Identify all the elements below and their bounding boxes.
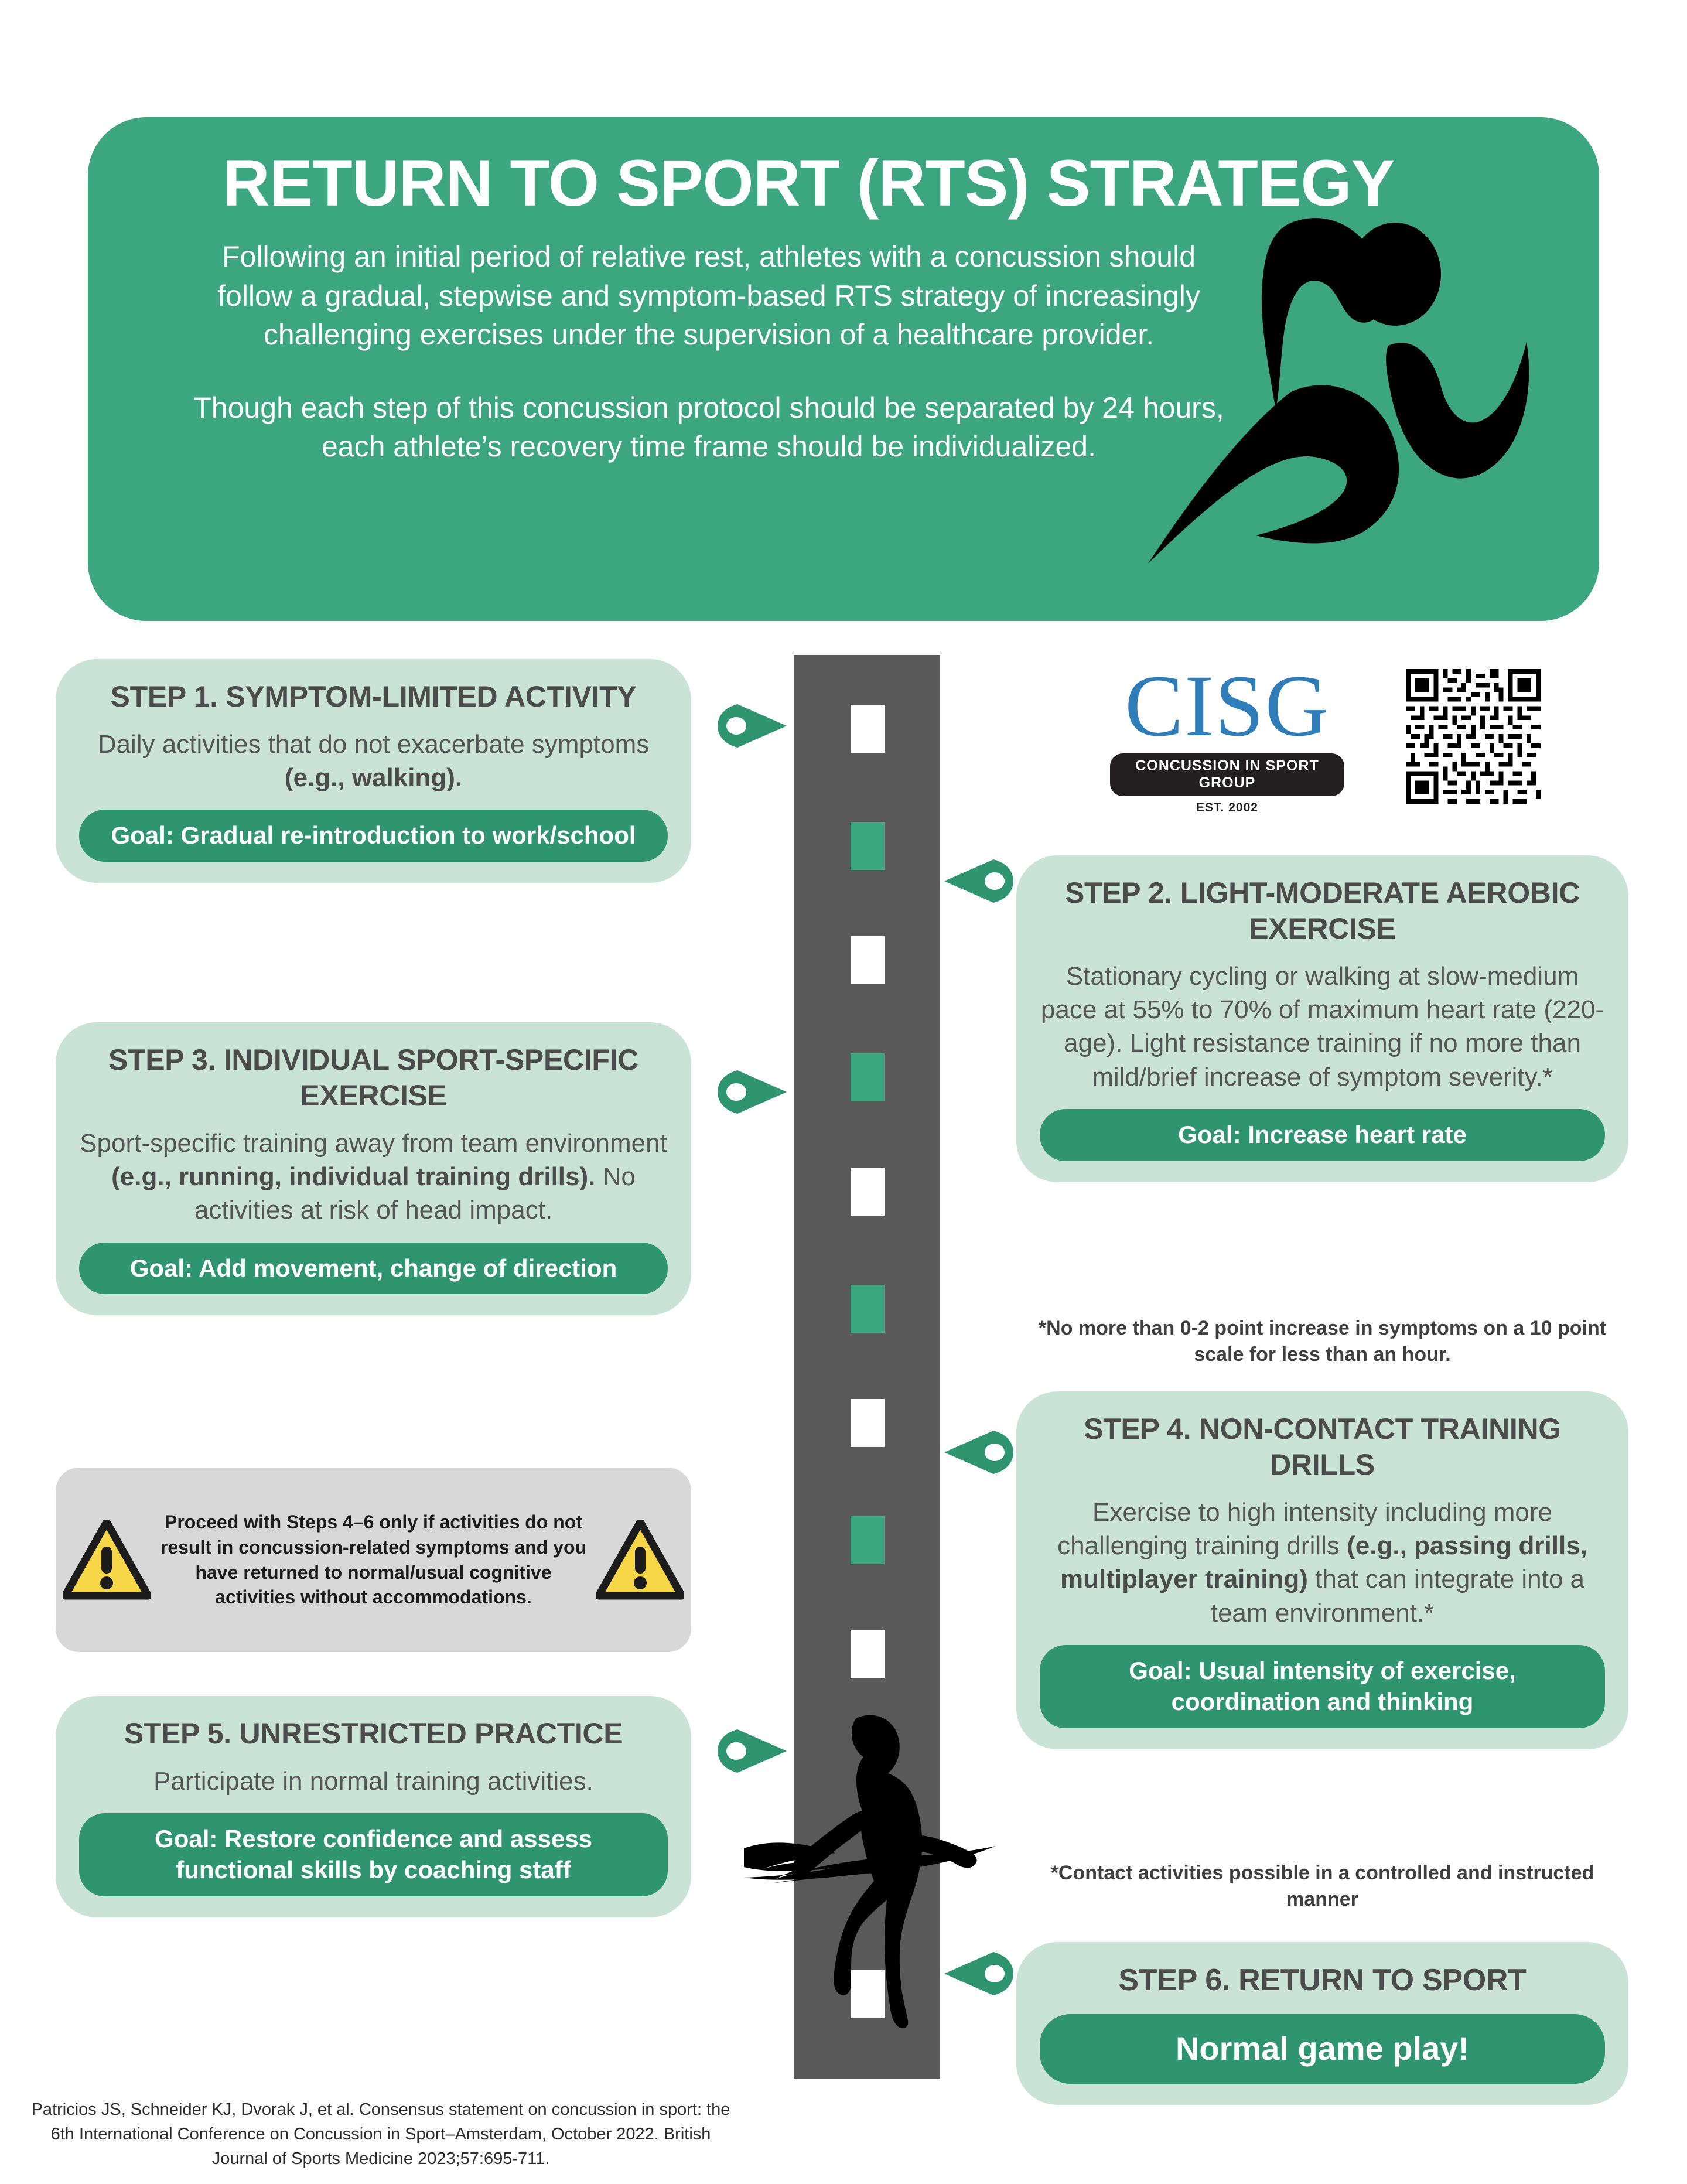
warning-text: Proceed with Steps 4–6 only if activitie…	[160, 1511, 587, 1608]
map-pin-marker[interactable]	[943, 858, 1013, 904]
cisg-tagline: CONCUSSION IN SPORT GROUP	[1110, 753, 1344, 796]
map-pin-marker[interactable]	[718, 1728, 788, 1774]
cisg-wordmark: CISG	[1125, 657, 1330, 755]
step-title: STEP 1. SYMPTOM-LIMITED ACTIVITY	[110, 680, 637, 713]
header-paragraph-1: Following an initial period of relative …	[217, 240, 1200, 351]
footnote-contact-activities: *Contact activities possible in a contro…	[1050, 1862, 1594, 1910]
step-title: STEP 2. LIGHT-MODERATE AEROBIC EXERCISE	[1064, 876, 1580, 945]
road-dash	[851, 1516, 885, 1564]
warning-triangle-icon	[596, 1519, 684, 1599]
step-title: STEP 5. UNRESTRICTED PRACTICE	[124, 1717, 623, 1750]
step-title: STEP 3. INDIVIDUAL SPORT-SPECIFIC EXERCI…	[108, 1043, 639, 1112]
warning-triangle-icon	[63, 1519, 151, 1599]
step-body-plain: Stationary cycling or walking at slow-me…	[1040, 962, 1604, 1091]
road-dash	[851, 822, 885, 870]
step-card-4: STEP 4. NON-CONTACT TRAINING DRILLS Exer…	[1016, 1391, 1628, 1749]
step-title: STEP 4. NON-CONTACT TRAINING DRILLS	[1084, 1412, 1561, 1481]
step-body-tail: No activities at risk of head impact.	[194, 1162, 636, 1225]
map-pin-marker[interactable]	[943, 1429, 1013, 1475]
step-goal-pill: Goal: Increase heart rate	[1040, 1108, 1605, 1161]
road-dash	[851, 1399, 885, 1447]
road-dash	[851, 1053, 885, 1101]
step-body-plain: Exercise to high intensity including mor…	[1057, 1498, 1553, 1561]
road-dash	[851, 705, 885, 753]
step-body: Stationary cycling or walking at slow-me…	[1040, 960, 1605, 1094]
step-body: Daily activities that do not exacerbate …	[79, 728, 668, 794]
step-goal-pill: Goal: Restore confidence and assess func…	[79, 1813, 668, 1896]
step-body-plain: Daily activities that do not exacerbate …	[97, 730, 650, 759]
map-pin-marker[interactable]	[718, 703, 788, 749]
step-goal-pill: Goal: Usual intensity of exercise, coord…	[1040, 1644, 1605, 1728]
cisg-logo: CISG CONCUSSION IN SPORT GROUP EST. 2002	[1095, 657, 1359, 814]
step-body: Exercise to high intensity including mor…	[1040, 1496, 1605, 1630]
step-title: STEP 6. RETURN TO SPORT	[1118, 1963, 1527, 1997]
finish-line-runner-icon	[744, 1715, 996, 2029]
map-pin-marker[interactable]	[943, 1951, 1013, 1997]
step-card-5: STEP 5. UNRESTRICTED PRACTICE Participat…	[56, 1696, 691, 1917]
road-dash	[851, 936, 885, 984]
step-card-1: STEP 1. SYMPTOM-LIMITED ACTIVITY Daily a…	[56, 659, 691, 883]
step-body-bold: (e.g., passing drills, multiplayer train…	[1060, 1531, 1587, 1594]
cisg-logo-block: CISG CONCUSSION IN SPORT GROUP EST. 2002	[1095, 662, 1558, 826]
step-goal-pill: Normal game play!	[1040, 2014, 1605, 2084]
step-body: Participate in normal training activitie…	[79, 1765, 668, 1798]
warning-box: Proceed with Steps 4–6 only if activitie…	[56, 1468, 691, 1652]
citation-text: Patricios JS, Schneider KJ, Dvorak J, et…	[31, 2100, 730, 2169]
step-card-3: STEP 3. INDIVIDUAL SPORT-SPECIFIC EXERCI…	[56, 1022, 691, 1316]
step-goal-pill: Goal: Add movement, change of direction	[79, 1242, 668, 1295]
road-dash	[851, 1970, 885, 2018]
step-body-bold: (e.g., walking).	[284, 763, 463, 793]
step-card-6: STEP 6. RETURN TO SPORT Normal game play…	[1016, 1942, 1628, 2105]
header-description: Following an initial period of relative …	[187, 237, 1230, 466]
step-body-plain: Sport-specific training away from team e…	[80, 1129, 667, 1158]
step-card-2: STEP 2. LIGHT-MODERATE AEROBIC EXERCISE …	[1016, 855, 1628, 1182]
road-dash	[851, 1168, 885, 1216]
step-body-tail: that can integrate into a team environme…	[1210, 1565, 1585, 1627]
header-paragraph-2: Though each step of this concussion prot…	[193, 391, 1224, 463]
header-banner: RETURN TO SPORT (RTS) STRATEGY Following…	[88, 117, 1599, 621]
footnote-symptom-increase: *No more than 0-2 point increase in symp…	[1038, 1317, 1607, 1366]
qr-code-icon[interactable]	[1406, 669, 1541, 804]
road-dash	[851, 1285, 885, 1333]
step-body: Sport-specific training away from team e…	[79, 1127, 668, 1227]
road-dash	[851, 1630, 885, 1678]
step-body-plain: Participate in normal training activitie…	[153, 1767, 593, 1796]
page-title: RETURN TO SPORT (RTS) STRATEGY	[222, 146, 1395, 220]
step-goal-pill: Goal: Gradual re-introduction to work/sc…	[79, 810, 668, 862]
cisg-established: EST. 2002	[1196, 801, 1258, 814]
map-pin-marker[interactable]	[718, 1069, 788, 1115]
step-body-bold: (e.g., running, individual training dril…	[111, 1162, 596, 1192]
running-athlete-icon	[1148, 218, 1529, 564]
